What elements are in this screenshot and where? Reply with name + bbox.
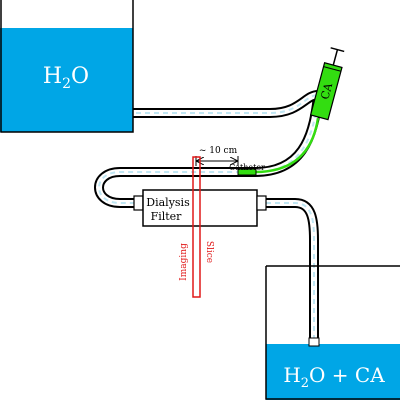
filter-label-line2: Filter [151,210,183,223]
catheter-label: Catheter [229,163,265,172]
syringe-plunger [332,49,339,66]
imaging-slice-word2: Slice [204,241,214,263]
reservoir-top: H2O [0,0,134,133]
filter-inlet-cap [133,195,144,211]
syringe: CA [309,47,345,121]
catheter [237,168,257,176]
tubing [94,90,323,342]
imaging-slice: Imaging Slice [179,156,214,298]
imaging-slice-word1: Imaging [179,243,189,281]
filter-label-line1: Dialysis [146,196,190,209]
imaging-slice-rect [192,156,201,298]
syringe-plunger-seal [323,66,342,72]
filter-outlet-cap [256,195,267,211]
distance-label: ~ 10 cm [199,146,238,156]
reservoir-bottom-tube-end [308,337,320,347]
reservoir-top-label: H2O [43,64,89,92]
reservoir-bottom: H2O + CA [265,265,400,400]
reservoir-bottom-water [266,344,400,400]
syringe-plunger-head [330,47,345,53]
reservoir-bottom-walls-left [265,266,400,400]
syringe-label: CA [318,81,335,101]
contrast-agent-line [238,117,320,174]
reservoir-top-water [0,28,133,132]
reservoir-top-walls [0,0,134,133]
reservoir-bottom-label: H2O + CA [283,363,385,391]
